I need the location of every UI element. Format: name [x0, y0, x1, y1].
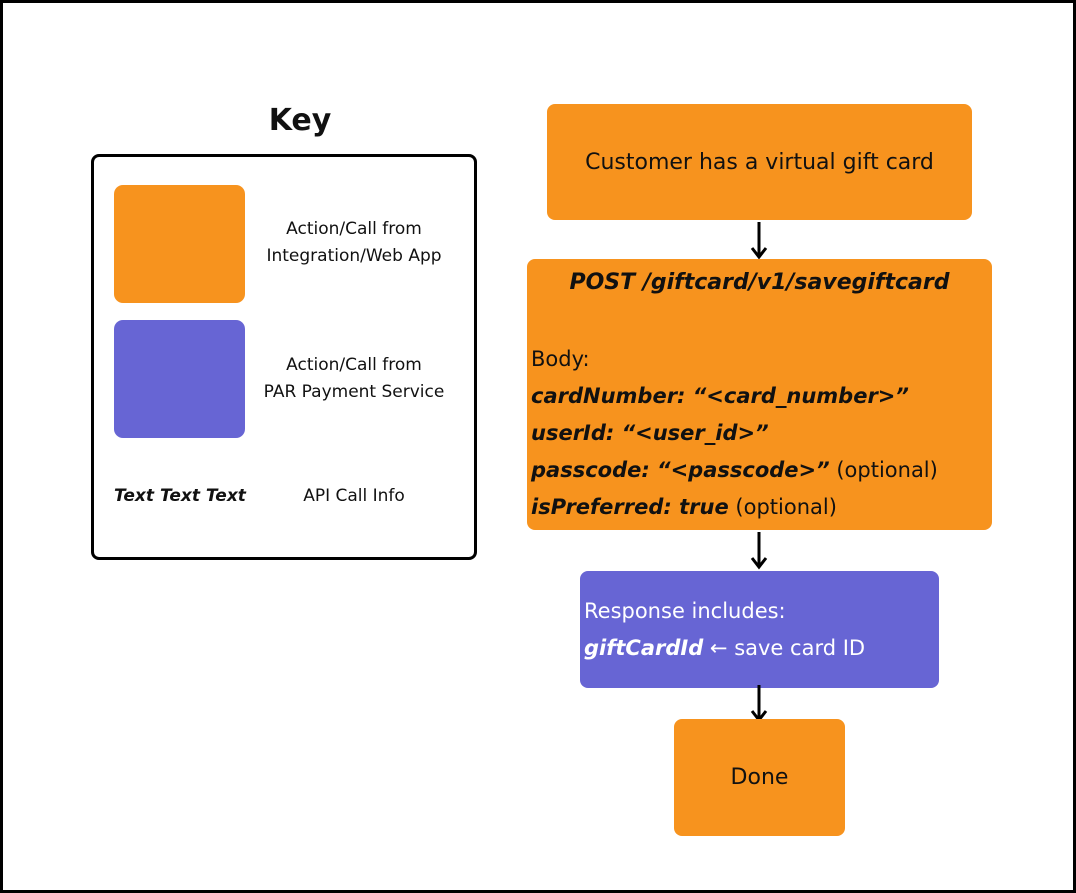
- field-key: cardNumber: “<card_number>”: [531, 384, 909, 408]
- response-note: ← save card ID: [709, 636, 866, 660]
- field-key: passcode: “<passcode>”: [531, 458, 830, 482]
- request-field-is-preferred: isPreferred: true (optional): [531, 489, 987, 526]
- par-payment-legend-label: Action/Call from PAR Payment Service: [250, 352, 458, 406]
- done-step-label: Done: [730, 765, 789, 790]
- field-note: (optional): [836, 458, 938, 482]
- response-text: Response includes: giftCardId ← save car…: [584, 593, 934, 667]
- api-call-legend-label: API Call Info: [303, 486, 405, 506]
- request-field-passcode: passcode: “<passcode>” (optional): [531, 452, 987, 489]
- request-endpoint-title: POST /giftcard/v1/savegiftcard: [569, 270, 950, 295]
- arrow-down-icon: [750, 222, 768, 260]
- api-call-sample-text: Text Text Text: [114, 486, 246, 506]
- response-line1: Response includes:: [584, 599, 786, 623]
- integration-color-swatch: [114, 185, 245, 303]
- field-note: (optional): [735, 495, 837, 519]
- par-payment-color-swatch: [114, 320, 245, 438]
- par-payment-legend-line2: PAR Payment Service: [263, 382, 445, 402]
- par-payment-legend-line1: Action/Call from: [286, 355, 422, 375]
- save-giftcard-request-box: POST /giftcard/v1/savegiftcard Body: car…: [527, 259, 992, 530]
- integration-legend-label: Action/Call from Integration/Web App: [250, 216, 458, 270]
- response-line2: giftCardId ← save card ID: [584, 630, 934, 667]
- request-field-user-id: userId: “<user_id>”: [531, 415, 987, 452]
- field-key: userId: “<user_id>”: [531, 421, 769, 445]
- arrow-down-icon: [750, 532, 768, 570]
- integration-legend-line1: Action/Call from: [286, 219, 422, 239]
- start-step-box: Customer has a virtual gift card: [547, 104, 972, 220]
- field-key: isPreferred: true: [531, 495, 729, 519]
- arrow-down-icon: [750, 685, 768, 723]
- request-field-card-number: cardNumber: “<card_number>”: [531, 378, 987, 415]
- start-step-label: Customer has a virtual gift card: [585, 149, 934, 175]
- response-box: Response includes: giftCardId ← save car…: [580, 571, 939, 688]
- integration-legend-line2: Integration/Web App: [266, 246, 442, 266]
- key-title: Key: [268, 103, 332, 138]
- request-body-label: Body:: [531, 347, 590, 371]
- request-body: Body: cardNumber: “<card_number>” userId…: [531, 341, 987, 526]
- response-key: giftCardId: [584, 636, 704, 660]
- done-step-box: Done: [674, 719, 845, 836]
- key-legend-box: [91, 154, 477, 560]
